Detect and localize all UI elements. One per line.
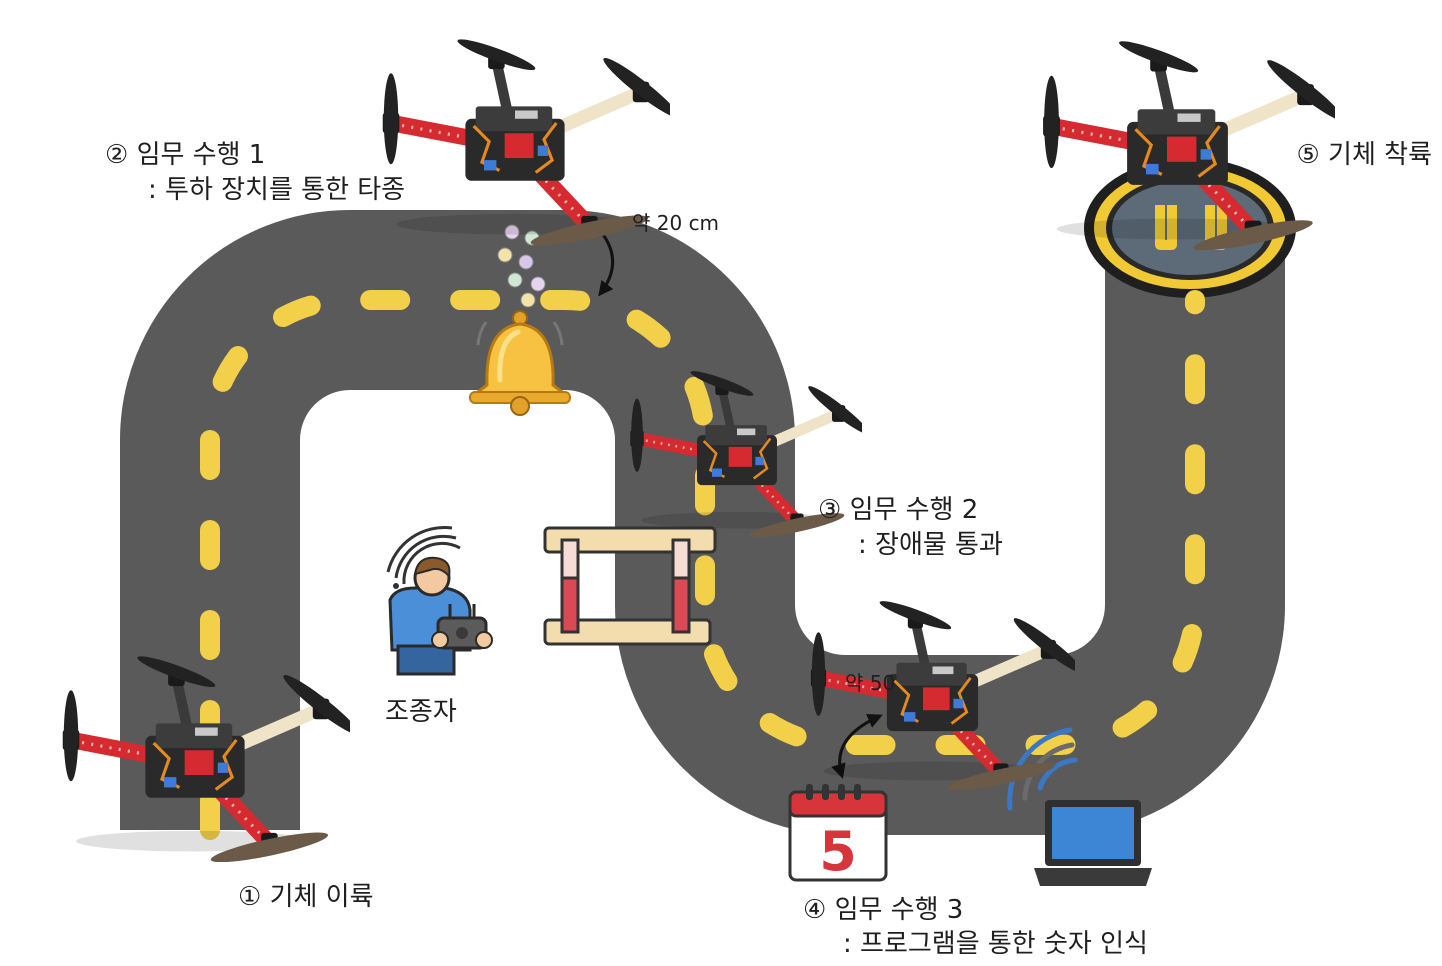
pilot-with-controller-icon — [386, 526, 493, 676]
height-20cm-label: 약 20 cm — [632, 211, 719, 235]
pilot-label: 조종자 — [385, 697, 457, 727]
calendar-icon: 5 — [788, 784, 888, 883]
lane-markings — [200, 290, 1205, 840]
step3-description: : 장애물 통과 — [858, 530, 1003, 560]
hurdle-obstacle-icon — [543, 526, 717, 646]
calendar-number: 5 — [819, 820, 857, 883]
laptop-wifi-icon — [1007, 727, 1152, 886]
step4-description: : 프로그램을 통한 숫자 인식 — [843, 929, 1148, 959]
step2-description: : 투하 장치를 통한 타종 — [148, 175, 405, 205]
height-50cm-label: 약 50 — [845, 671, 895, 695]
drone-takeoff — [63, 652, 363, 868]
bell-icon — [469, 310, 571, 416]
step5-title: ⑤ 기체 착륙 — [1296, 140, 1432, 170]
step1-title: ① 기체 이륙 — [238, 882, 374, 912]
step4-title: ④ 임무 수행 3 — [803, 895, 963, 925]
step2-title: ② 임무 수행 1 — [105, 140, 265, 170]
step3-title: ③ 임무 수행 2 — [818, 495, 978, 525]
